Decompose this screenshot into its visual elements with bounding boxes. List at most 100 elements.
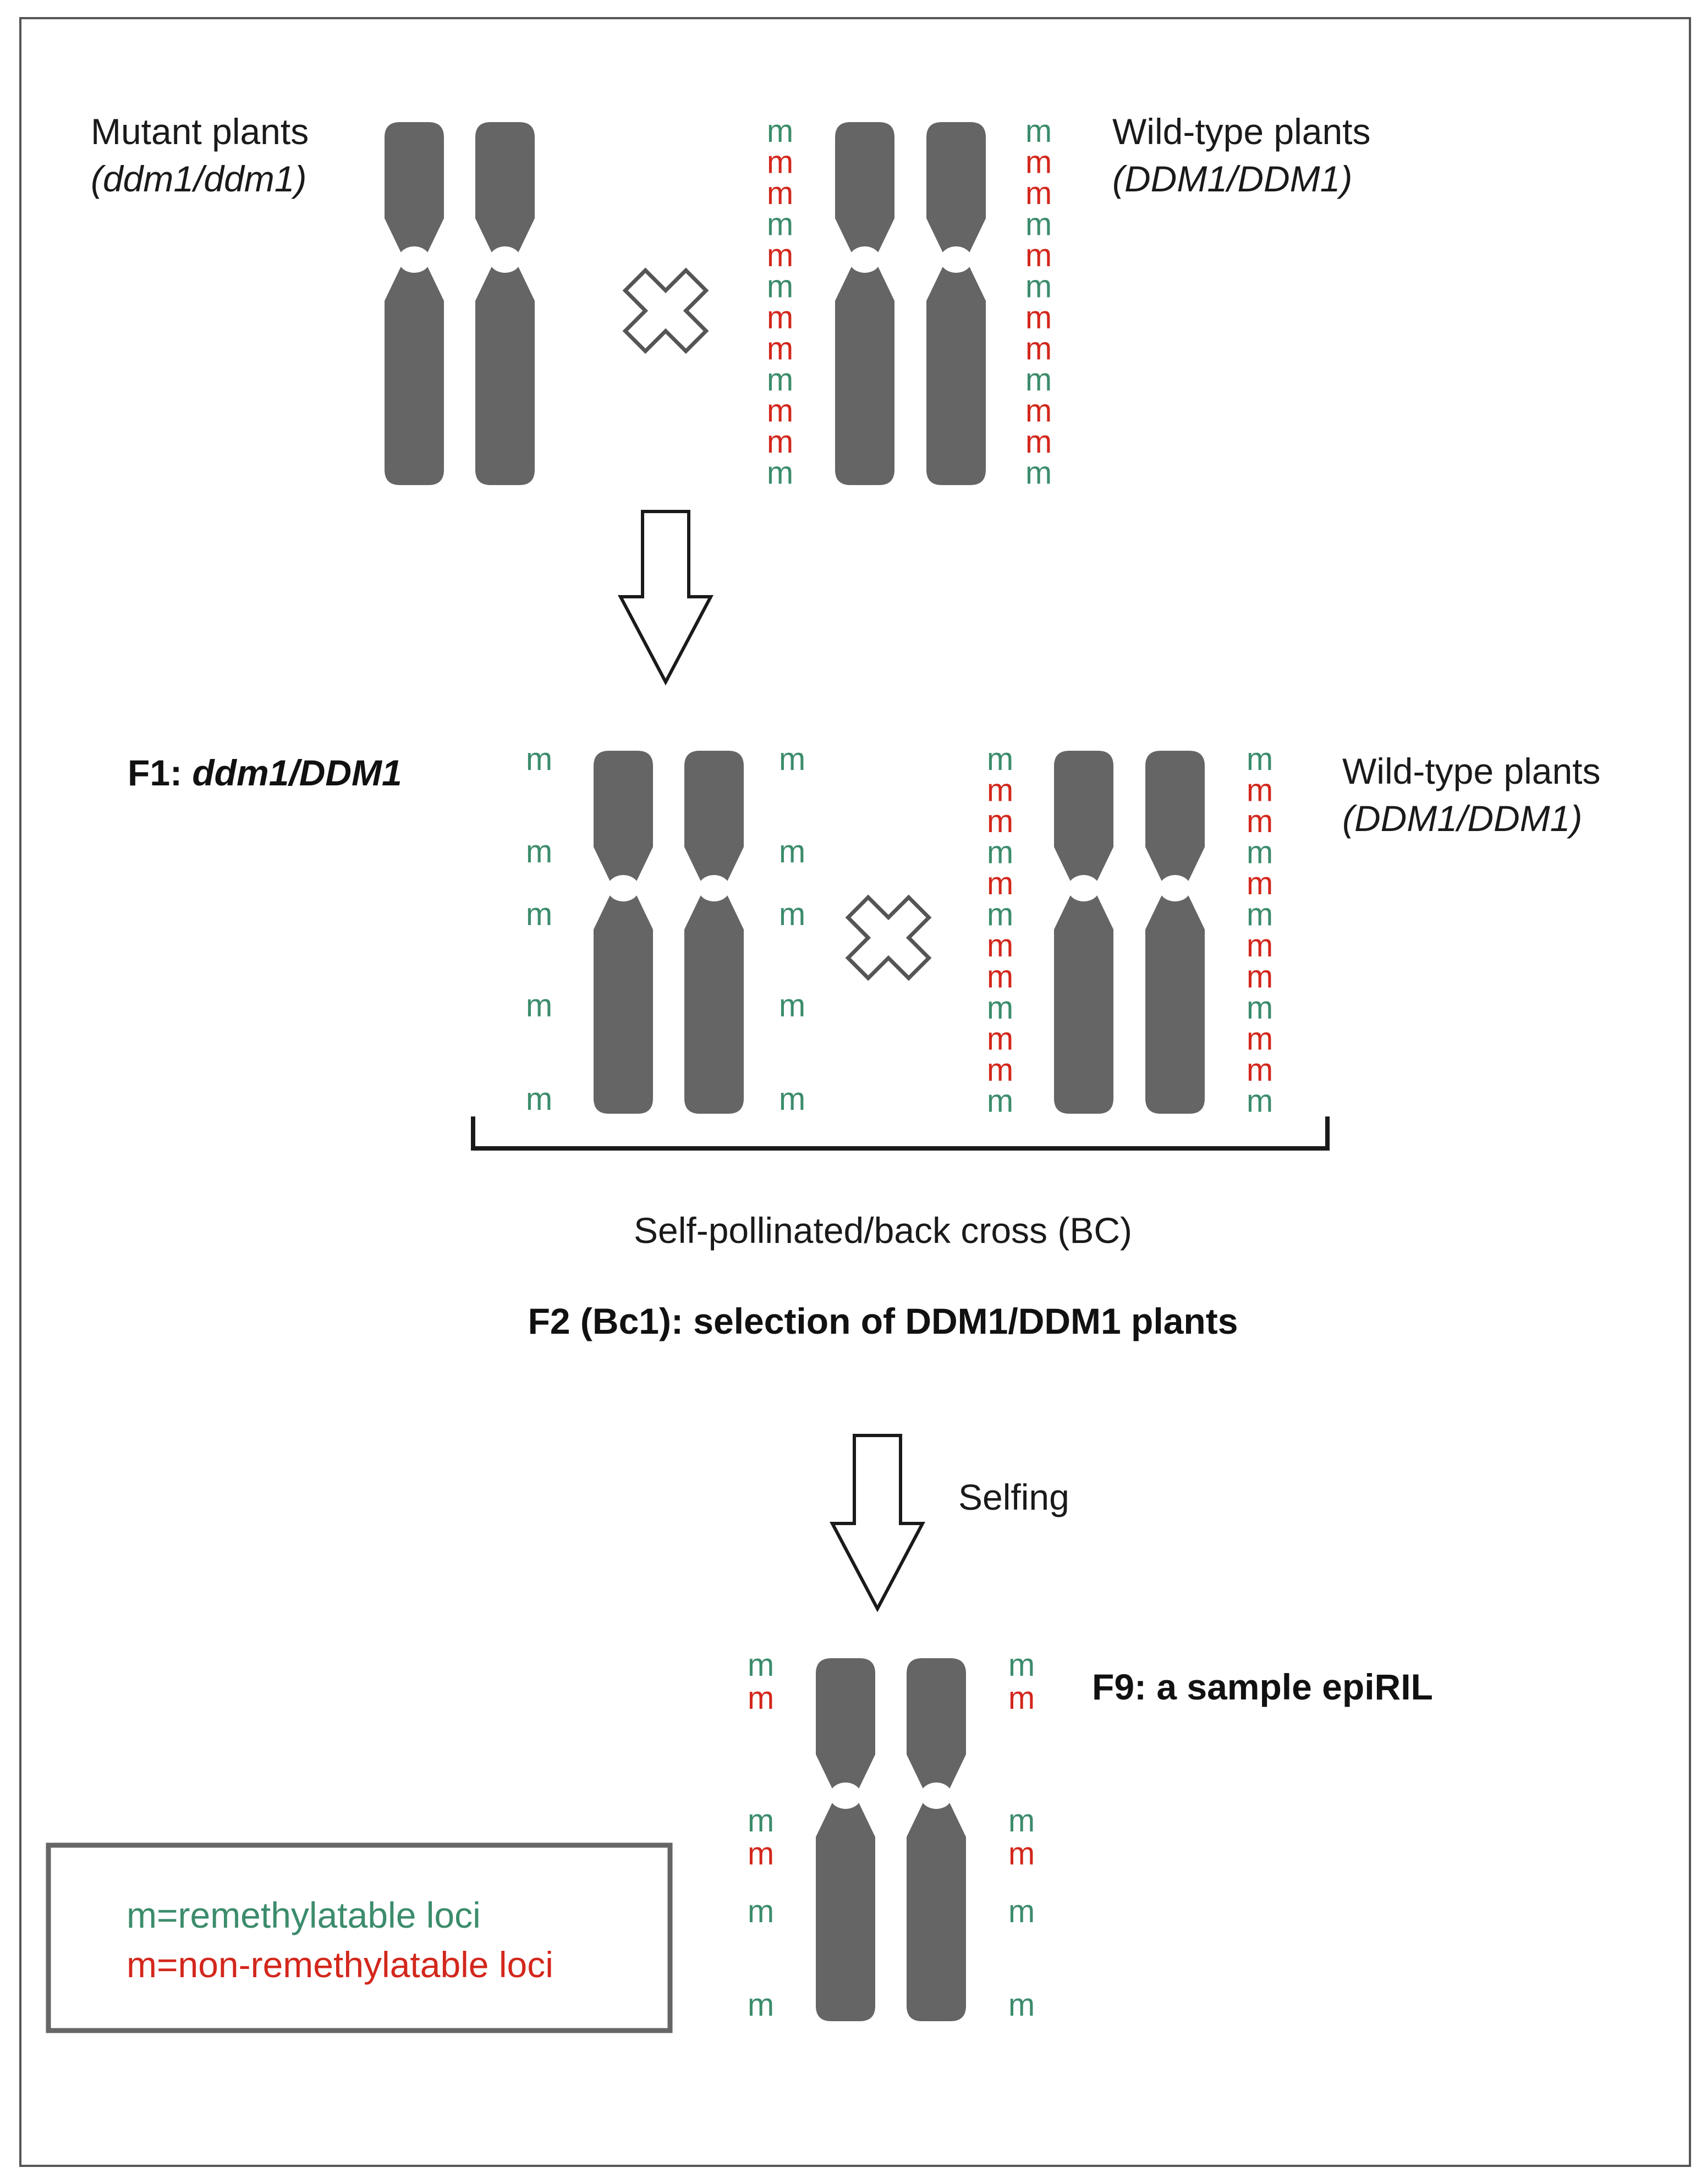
cross-description: Self-pollinated/back cross (BC)	[634, 1210, 1132, 1251]
non-remethylatable-marker: m	[1247, 804, 1273, 839]
f1-wildtype-genotype: (DDM1/DDM1)	[1342, 798, 1582, 839]
chromosome	[926, 122, 986, 485]
centromere	[920, 1783, 952, 1809]
non-remethylatable-marker: m	[767, 300, 793, 335]
non-remethylatable-marker: m	[1025, 300, 1052, 335]
remethylatable-marker: m	[1025, 455, 1052, 491]
non-remethylatable-marker: m	[767, 238, 793, 273]
non-remethylatable-marker: m	[1247, 1021, 1273, 1057]
wildtype-chromosome-pair	[835, 122, 986, 485]
remethylatable-marker: m	[779, 988, 805, 1024]
wildtype-genotype: (DDM1/DDM1)	[1112, 158, 1352, 199]
non-remethylatable-marker: m	[987, 773, 1013, 808]
chromosome	[1145, 751, 1205, 1114]
non-remethylatable-marker: m	[987, 928, 1013, 964]
non-remethylatable-marker: m	[987, 804, 1013, 839]
f1-label: F1: ddm1/DDM1	[128, 752, 402, 793]
remethylatable-marker: m	[767, 113, 793, 149]
non-remethylatable-marker: m	[1247, 959, 1273, 995]
non-remethylatable-marker: m	[1025, 393, 1052, 429]
remethylatable-marker: m	[526, 988, 552, 1024]
chromosome	[816, 1658, 875, 2021]
remethylatable-marker: m	[748, 1647, 774, 1683]
non-remethylatable-marker: m	[1008, 1836, 1035, 1872]
remethylatable-marker: m	[1008, 1894, 1035, 1929]
remethylatable-marker: m	[748, 1987, 774, 2023]
remethylatable-marker: m	[767, 455, 793, 491]
legend-remethylatable: m=remethylatable loci	[127, 1895, 481, 1935]
chromosome	[835, 122, 894, 485]
remethylatable-marker: m	[987, 1083, 1013, 1119]
remethylatable-marker: m	[767, 269, 793, 305]
remethylatable-marker: m	[767, 207, 793, 243]
centromere	[1068, 875, 1100, 901]
centromere	[698, 875, 730, 901]
f1-wildtype-title: Wild-type plants	[1342, 751, 1601, 791]
down-arrow-icon	[618, 510, 713, 686]
remethylatable-marker: m	[748, 1894, 774, 1929]
f1-chromosome-pair	[594, 751, 744, 1114]
cross-bracket	[471, 1116, 1330, 1151]
chromosome	[385, 122, 444, 485]
remethylatable-marker: m	[779, 896, 805, 932]
down-arrow-icon	[830, 1434, 925, 1613]
remethylatable-marker: m	[1008, 1803, 1035, 1839]
non-remethylatable-marker: m	[748, 1836, 774, 1872]
remethylatable-marker: m	[987, 741, 1013, 777]
centromere	[1159, 875, 1191, 901]
f2-selection-label: F2 (Bc1): selection of DDM1/DDM1 plants	[528, 1301, 1238, 1341]
wildtype-chromosome-pair	[1054, 751, 1205, 1114]
chromosome	[475, 122, 535, 485]
remethylatable-marker: m	[767, 362, 793, 398]
mutant-genotype: (ddm1/ddm1)	[91, 158, 307, 199]
non-remethylatable-marker: m	[987, 959, 1013, 995]
remethylatable-marker: m	[1247, 835, 1273, 871]
legend-box	[46, 1842, 673, 2033]
non-remethylatable-marker: m	[1247, 928, 1273, 964]
remethylatable-marker: m	[748, 1803, 774, 1839]
non-remethylatable-marker: m	[1247, 866, 1273, 901]
remethylatable-marker: m	[1008, 1987, 1035, 2023]
remethylatable-marker: m	[779, 741, 805, 777]
mutant-chromosome-pair	[385, 122, 535, 485]
centromere	[940, 246, 972, 273]
remethylatable-marker: m	[779, 1081, 805, 1117]
chromosome	[594, 751, 653, 1114]
chromosome	[907, 1658, 966, 2021]
non-remethylatable-marker: m	[767, 424, 793, 460]
non-remethylatable-marker: m	[987, 866, 1013, 901]
remethylatable-marker: m	[526, 896, 552, 932]
remethylatable-marker: m	[1025, 362, 1052, 398]
remethylatable-marker: m	[1247, 990, 1273, 1026]
figure-frame	[19, 17, 1691, 2167]
centromere	[607, 875, 639, 901]
mutant-title: Mutant plants	[91, 111, 309, 152]
remethylatable-marker: m	[1247, 741, 1273, 777]
non-remethylatable-marker: m	[748, 1680, 774, 1716]
non-remethylatable-marker: m	[1025, 331, 1052, 367]
centromere	[830, 1783, 861, 1809]
legend: m=remethylatable loci m=non-remethylatab…	[46, 1842, 673, 2033]
non-remethylatable-marker: m	[987, 1052, 1013, 1088]
chromosome	[1054, 751, 1113, 1114]
cross-symbol	[845, 894, 932, 981]
cross-symbol	[622, 267, 709, 354]
remethylatable-marker: m	[779, 834, 805, 870]
non-remethylatable-marker: m	[767, 331, 793, 367]
remethylatable-marker: m	[526, 834, 552, 870]
non-remethylatable-marker: m	[1025, 238, 1052, 273]
legend-non-remethylatable: m=non-remethylatable loci	[127, 1944, 553, 1985]
non-remethylatable-marker: m	[1247, 1052, 1273, 1088]
non-remethylatable-marker: m	[1025, 145, 1052, 180]
non-remethylatable-marker: m	[767, 393, 793, 429]
non-remethylatable-marker: m	[767, 145, 793, 180]
